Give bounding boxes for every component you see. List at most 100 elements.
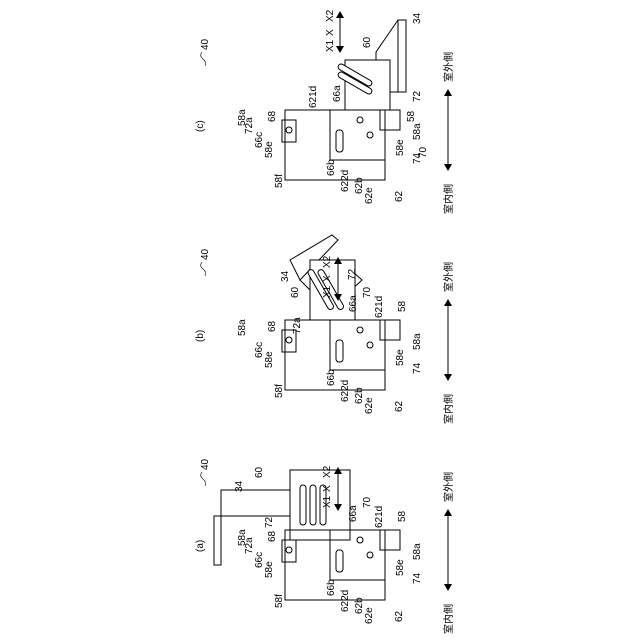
pin-74 <box>367 552 373 558</box>
plate-34-tip <box>214 516 221 565</box>
panel-a: 40 (a) X1 X X <box>195 458 423 624</box>
figure-ref-label: 40 <box>200 458 211 470</box>
label-621d: 621d <box>374 506 385 528</box>
label-62: 62 <box>394 610 405 622</box>
panel-caption: (c) <box>195 120 206 132</box>
label-72: 72 <box>347 268 358 280</box>
label-622d: 622d <box>340 170 351 192</box>
label-58f: 58f <box>274 174 285 188</box>
label-34: 34 <box>234 480 245 492</box>
label-66b: 66b <box>326 369 337 386</box>
label-621d: 621d <box>374 296 385 318</box>
direction-outside: 室外側 <box>442 262 455 292</box>
bracket-58 <box>380 320 400 340</box>
label-72: 72 <box>264 516 275 528</box>
label-62e: 62e <box>364 187 375 204</box>
label-62e: 62e <box>364 397 375 414</box>
label-72: 72 <box>412 90 423 102</box>
label-621d: 621d <box>308 86 319 108</box>
label-58: 58 <box>397 300 408 312</box>
figure-ref-label: 40 <box>200 248 211 260</box>
label-60: 60 <box>254 466 265 478</box>
label-58a-top: 58a <box>237 319 248 336</box>
label-622d: 622d <box>340 380 351 402</box>
label-58e-top: 58e <box>264 351 275 368</box>
ref-leader <box>201 52 206 66</box>
axis-x: X <box>322 275 333 282</box>
label-34: 34 <box>412 12 423 24</box>
pin-74 <box>367 132 373 138</box>
figure-diagram-rotated: 40 (a) X1 X X <box>195 9 455 634</box>
label-60: 60 <box>290 286 301 298</box>
direction-inside: 室内側 <box>442 394 455 424</box>
axis-x2: X2 <box>325 9 336 22</box>
axis-x1: X1 <box>322 285 333 298</box>
label-72a: 72a <box>292 317 303 334</box>
label-62: 62 <box>394 190 405 202</box>
plate-34-body <box>214 490 300 516</box>
direction-outside: 室外側 <box>442 472 455 502</box>
pin-68 <box>286 337 292 343</box>
axis-x1: X1 <box>325 39 336 52</box>
label-66a: 66a <box>332 85 343 102</box>
pin-70 <box>357 327 363 333</box>
label-68: 68 <box>267 320 278 332</box>
axis-x2: X2 <box>322 255 333 268</box>
panel-caption: (b) <box>195 330 206 342</box>
label-58a-top: 58a <box>237 529 248 546</box>
label-58a-bot: 58a <box>412 333 423 350</box>
direction-indicator-b: 室内側 室外側 <box>442 262 455 424</box>
label-58f: 58f <box>274 384 285 398</box>
pin-68 <box>286 127 292 133</box>
label-66b: 66b <box>326 159 337 176</box>
direction-indicator-c: 室内側 室外側 <box>442 52 455 214</box>
label-68: 68 <box>267 530 278 542</box>
direction-outside: 室外側 <box>442 52 455 82</box>
label-66b: 66b <box>326 579 337 596</box>
direction-indicator-a: 室内側 室外側 <box>442 472 455 634</box>
slot-1 <box>300 485 306 525</box>
label-66a: 66a <box>348 295 359 312</box>
slot-622d <box>336 340 343 362</box>
slot-622d <box>336 130 343 152</box>
ref-leader <box>201 472 206 486</box>
label-62: 62 <box>394 400 405 412</box>
label-58e-bot: 58e <box>395 349 406 366</box>
label-34: 34 <box>280 270 291 282</box>
label-68: 68 <box>267 110 278 122</box>
pin-70 <box>357 117 363 123</box>
bracket-58 <box>380 110 400 130</box>
axis-x2: X2 <box>322 465 333 478</box>
slot-622d <box>336 550 343 572</box>
direction-inside: 室内側 <box>442 184 455 214</box>
label-58e-bot: 58e <box>395 559 406 576</box>
label-58a-bot: 58a <box>412 123 423 140</box>
label-58f: 58f <box>274 594 285 608</box>
axis-x1: X1 <box>322 495 333 508</box>
label-74: 74 <box>412 572 423 584</box>
panel-c: 40 (c) X1 X X2 34 60 72 72a 68 <box>195 9 429 204</box>
label-70: 70 <box>418 146 429 158</box>
label-60: 60 <box>362 36 373 48</box>
direction-inside: 室内側 <box>442 604 455 634</box>
pin-68 <box>286 547 292 553</box>
label-58: 58 <box>406 110 417 122</box>
pin-74 <box>367 342 373 348</box>
label-58e-bot: 58e <box>395 139 406 156</box>
panel-caption: (a) <box>195 540 206 552</box>
pin-70 <box>357 537 363 543</box>
label-58a-bot: 58a <box>412 543 423 560</box>
label-66a: 66a <box>348 505 359 522</box>
slot-2 <box>310 485 316 525</box>
panel-b: 40 (b) X1 X X2 34 60 72 72a 68 <box>195 235 423 414</box>
label-70: 70 <box>362 496 373 508</box>
label-58a-top: 58a <box>237 109 248 126</box>
label-622d: 622d <box>340 590 351 612</box>
plate-34-flat <box>398 20 406 92</box>
ref-leader <box>201 262 206 276</box>
label-58e-top: 58e <box>264 561 275 578</box>
label-58e-top: 58e <box>264 141 275 158</box>
bracket-58 <box>380 530 400 550</box>
label-58: 58 <box>397 510 408 522</box>
